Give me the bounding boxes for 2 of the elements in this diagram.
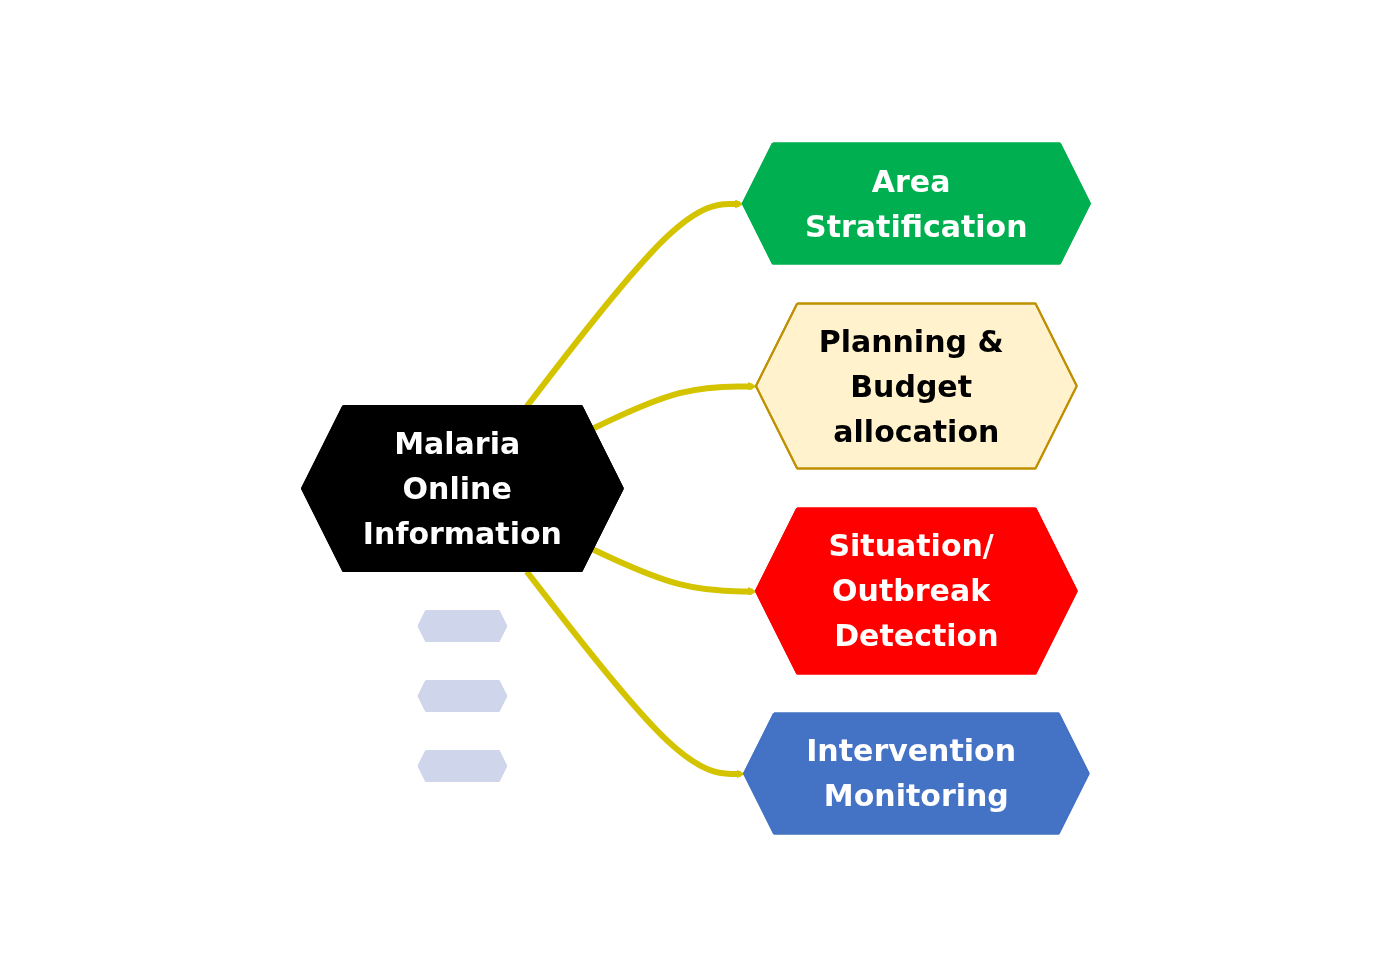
arrow xyxy=(591,382,757,432)
arrow xyxy=(591,546,757,596)
